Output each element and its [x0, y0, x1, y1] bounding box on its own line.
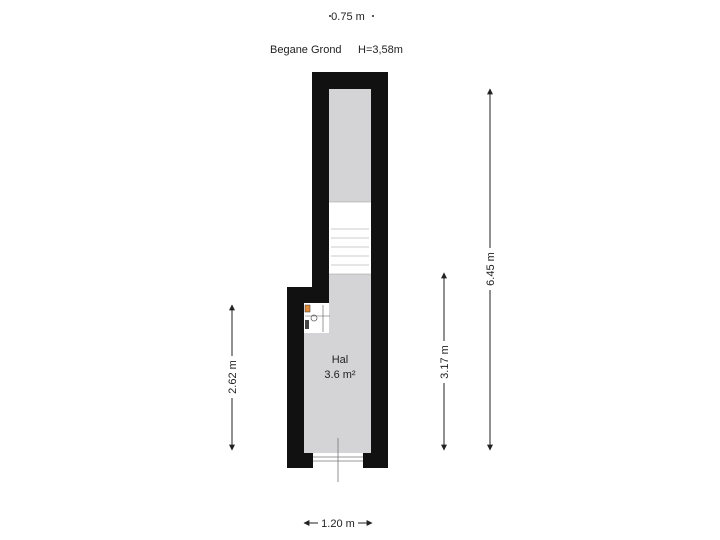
left-height-dimension: 2.62 m — [227, 360, 239, 394]
room-name: Hal — [332, 354, 349, 366]
meter-cupboard — [304, 303, 330, 333]
top-dim-tick-right — [372, 15, 374, 17]
right-inner-height-dimension: 3.17 m — [439, 345, 451, 379]
entrance-door — [313, 438, 363, 482]
dimension-right-inner: 3.17 m — [437, 272, 451, 451]
right-outer-height-dimension: 6.45 m — [485, 252, 497, 286]
room-area: 3.6 m² — [324, 369, 356, 381]
floor-height: H=3,58m — [358, 44, 403, 56]
dimension-bottom: 1.20 m — [303, 516, 373, 530]
bottom-width-dimension: 1.20 m — [321, 518, 355, 530]
staircase — [329, 201, 371, 275]
dimension-left: 2.62 m — [225, 304, 239, 451]
floor-name: Begane Grond — [270, 44, 342, 56]
top-dim-tick-left — [329, 15, 331, 17]
top-width-dimension: 0.75 m — [331, 11, 365, 23]
dimension-right-outer: 6.45 m — [483, 88, 497, 451]
